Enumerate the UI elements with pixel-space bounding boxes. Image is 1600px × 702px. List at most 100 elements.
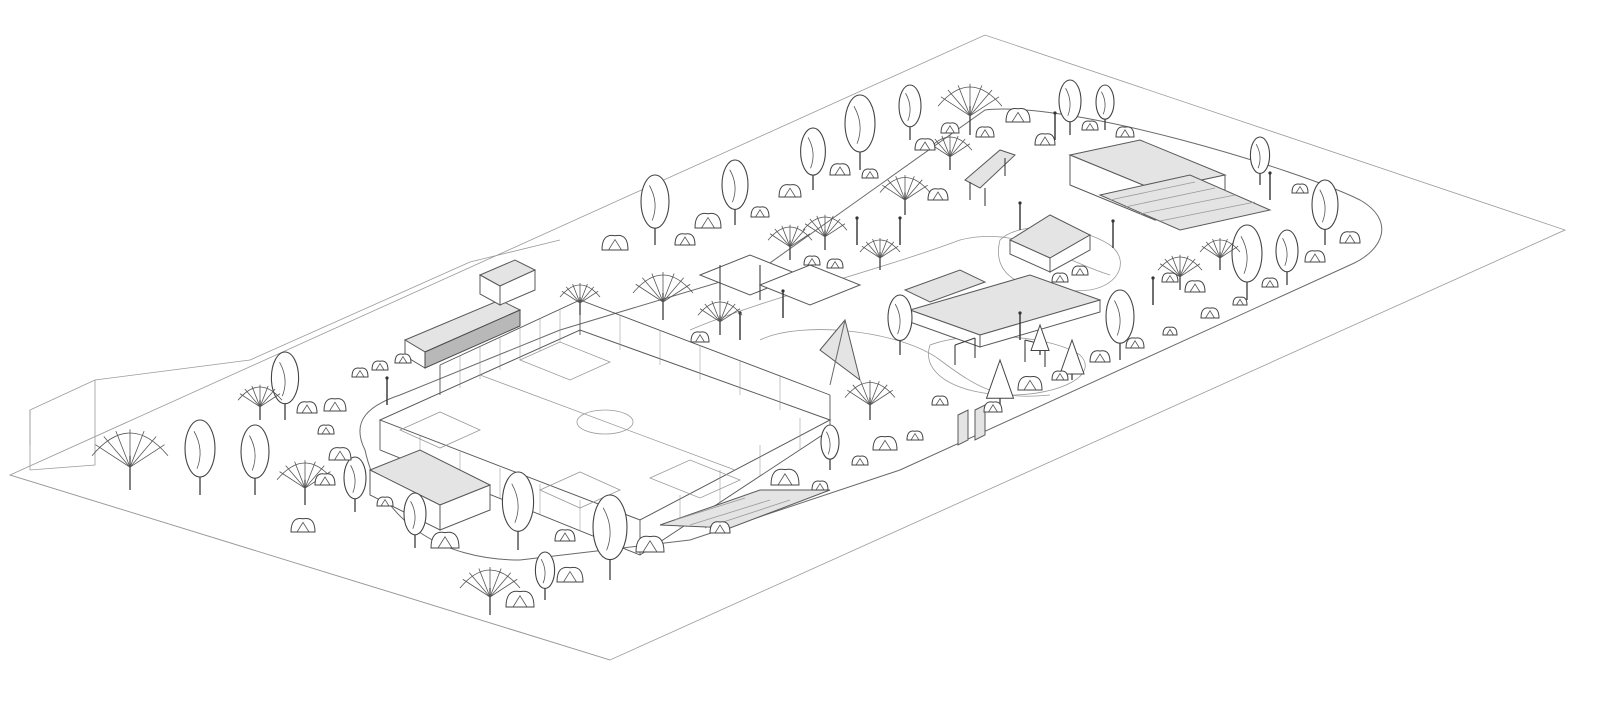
shrub-icon [1005,107,1031,123]
tree-icon [632,272,694,320]
tree-icon [184,419,216,495]
neighbor-building [29,380,96,471]
tree-icon [559,283,601,315]
tree-icon [898,84,922,140]
lamp-post-icon [738,311,742,340]
tree-icon [1058,79,1082,135]
tree-icon [1275,229,1299,285]
shrub-icon [1081,120,1099,131]
lamp-post-icon [385,376,389,405]
tree-icon [1105,289,1135,360]
shrub-icon [906,430,924,441]
shrub-icon [351,367,369,378]
lower-curb [9,474,611,661]
tree-icon [844,94,876,170]
tree-icon [879,175,931,215]
grandstand-left [403,259,537,369]
shrub-icon [674,233,696,246]
lamp-post-icon [855,216,859,245]
canopy-shelter [964,149,1016,206]
conifer-icon [1030,323,1050,355]
shrub-icon [1089,350,1111,363]
tree-icon [459,567,521,615]
tree-icon [91,429,169,490]
tree-icon [237,384,283,420]
shrub-icon [505,590,535,608]
lamp-post-icon [1018,311,1022,340]
shrub-icon [803,255,821,266]
tree-icon [844,380,896,420]
shrub-icon [826,258,844,269]
shrub-icon [851,455,869,466]
shrub-icon [317,424,335,435]
tree-icon [403,492,427,548]
shrub-icon [1051,370,1069,381]
shrub-icon [1339,231,1361,244]
shrubs [290,107,1361,608]
field-pavilion [368,449,492,531]
shrub-icon [1200,307,1220,319]
long-shelter [903,269,1102,348]
conifer-icon [1059,338,1085,380]
lamp-post-icon [781,289,785,318]
shrub-icon [975,126,995,138]
shrub-icon [829,163,851,176]
shrub-icon [376,496,394,507]
lamp-post-icon [1268,171,1272,200]
lamp-post-icon [1053,111,1057,140]
shrub-icon [778,184,802,198]
shrub-icon [394,353,412,364]
shrub-icon [635,535,665,553]
shrub-icon [556,566,584,583]
tree-icon [640,174,670,245]
shrub-icon [1232,296,1248,306]
shrub-icon [931,395,949,406]
shrub-icon [940,122,960,134]
shrub-icon [1161,272,1179,283]
tree-icon [887,294,913,355]
tree-icon [937,83,1003,135]
tree-icon [802,214,848,250]
shrub-icon [690,331,710,343]
shrub-icon [709,521,731,534]
tree-icon [800,127,826,190]
stage-building [1068,139,1272,231]
shrub-icon [861,168,879,179]
conifer-icon [985,358,1015,405]
lamp-post-icon [1111,219,1115,248]
tree-icon [767,224,813,260]
shrub-icon [296,401,318,414]
entrance-gate [957,404,986,446]
shrub-icon [328,447,352,461]
shrub-icon [1115,126,1135,138]
shrub-icon [290,517,316,533]
shrub-icon [1304,250,1326,263]
lamp-post-icon [898,216,902,245]
shrub-icon [694,212,722,229]
shrub-icon [1125,337,1145,349]
tree-icon [1095,84,1115,130]
shrub-icon [371,360,389,371]
tree-icon [927,134,973,170]
park-perimeter [359,108,1383,561]
shrub-icon [1017,375,1043,391]
shrub-icon [872,435,898,451]
shrub-icon [1184,280,1206,293]
shrub-icon [1162,326,1178,336]
tree-icon [859,238,901,270]
shrub-icon [1051,272,1069,283]
tree-icon [592,494,628,580]
shrub-icon [314,473,336,486]
shrub-icon [1071,265,1089,276]
shrub-icon [750,206,770,218]
tree-icon [1311,179,1339,245]
tree-icon [1249,136,1271,185]
tree-icon [534,551,556,600]
shrub-icon [323,398,347,412]
shrub-icon [927,188,949,201]
tree-icon [820,424,840,470]
tree-icon [270,351,300,420]
site-boundary [8,34,1567,661]
